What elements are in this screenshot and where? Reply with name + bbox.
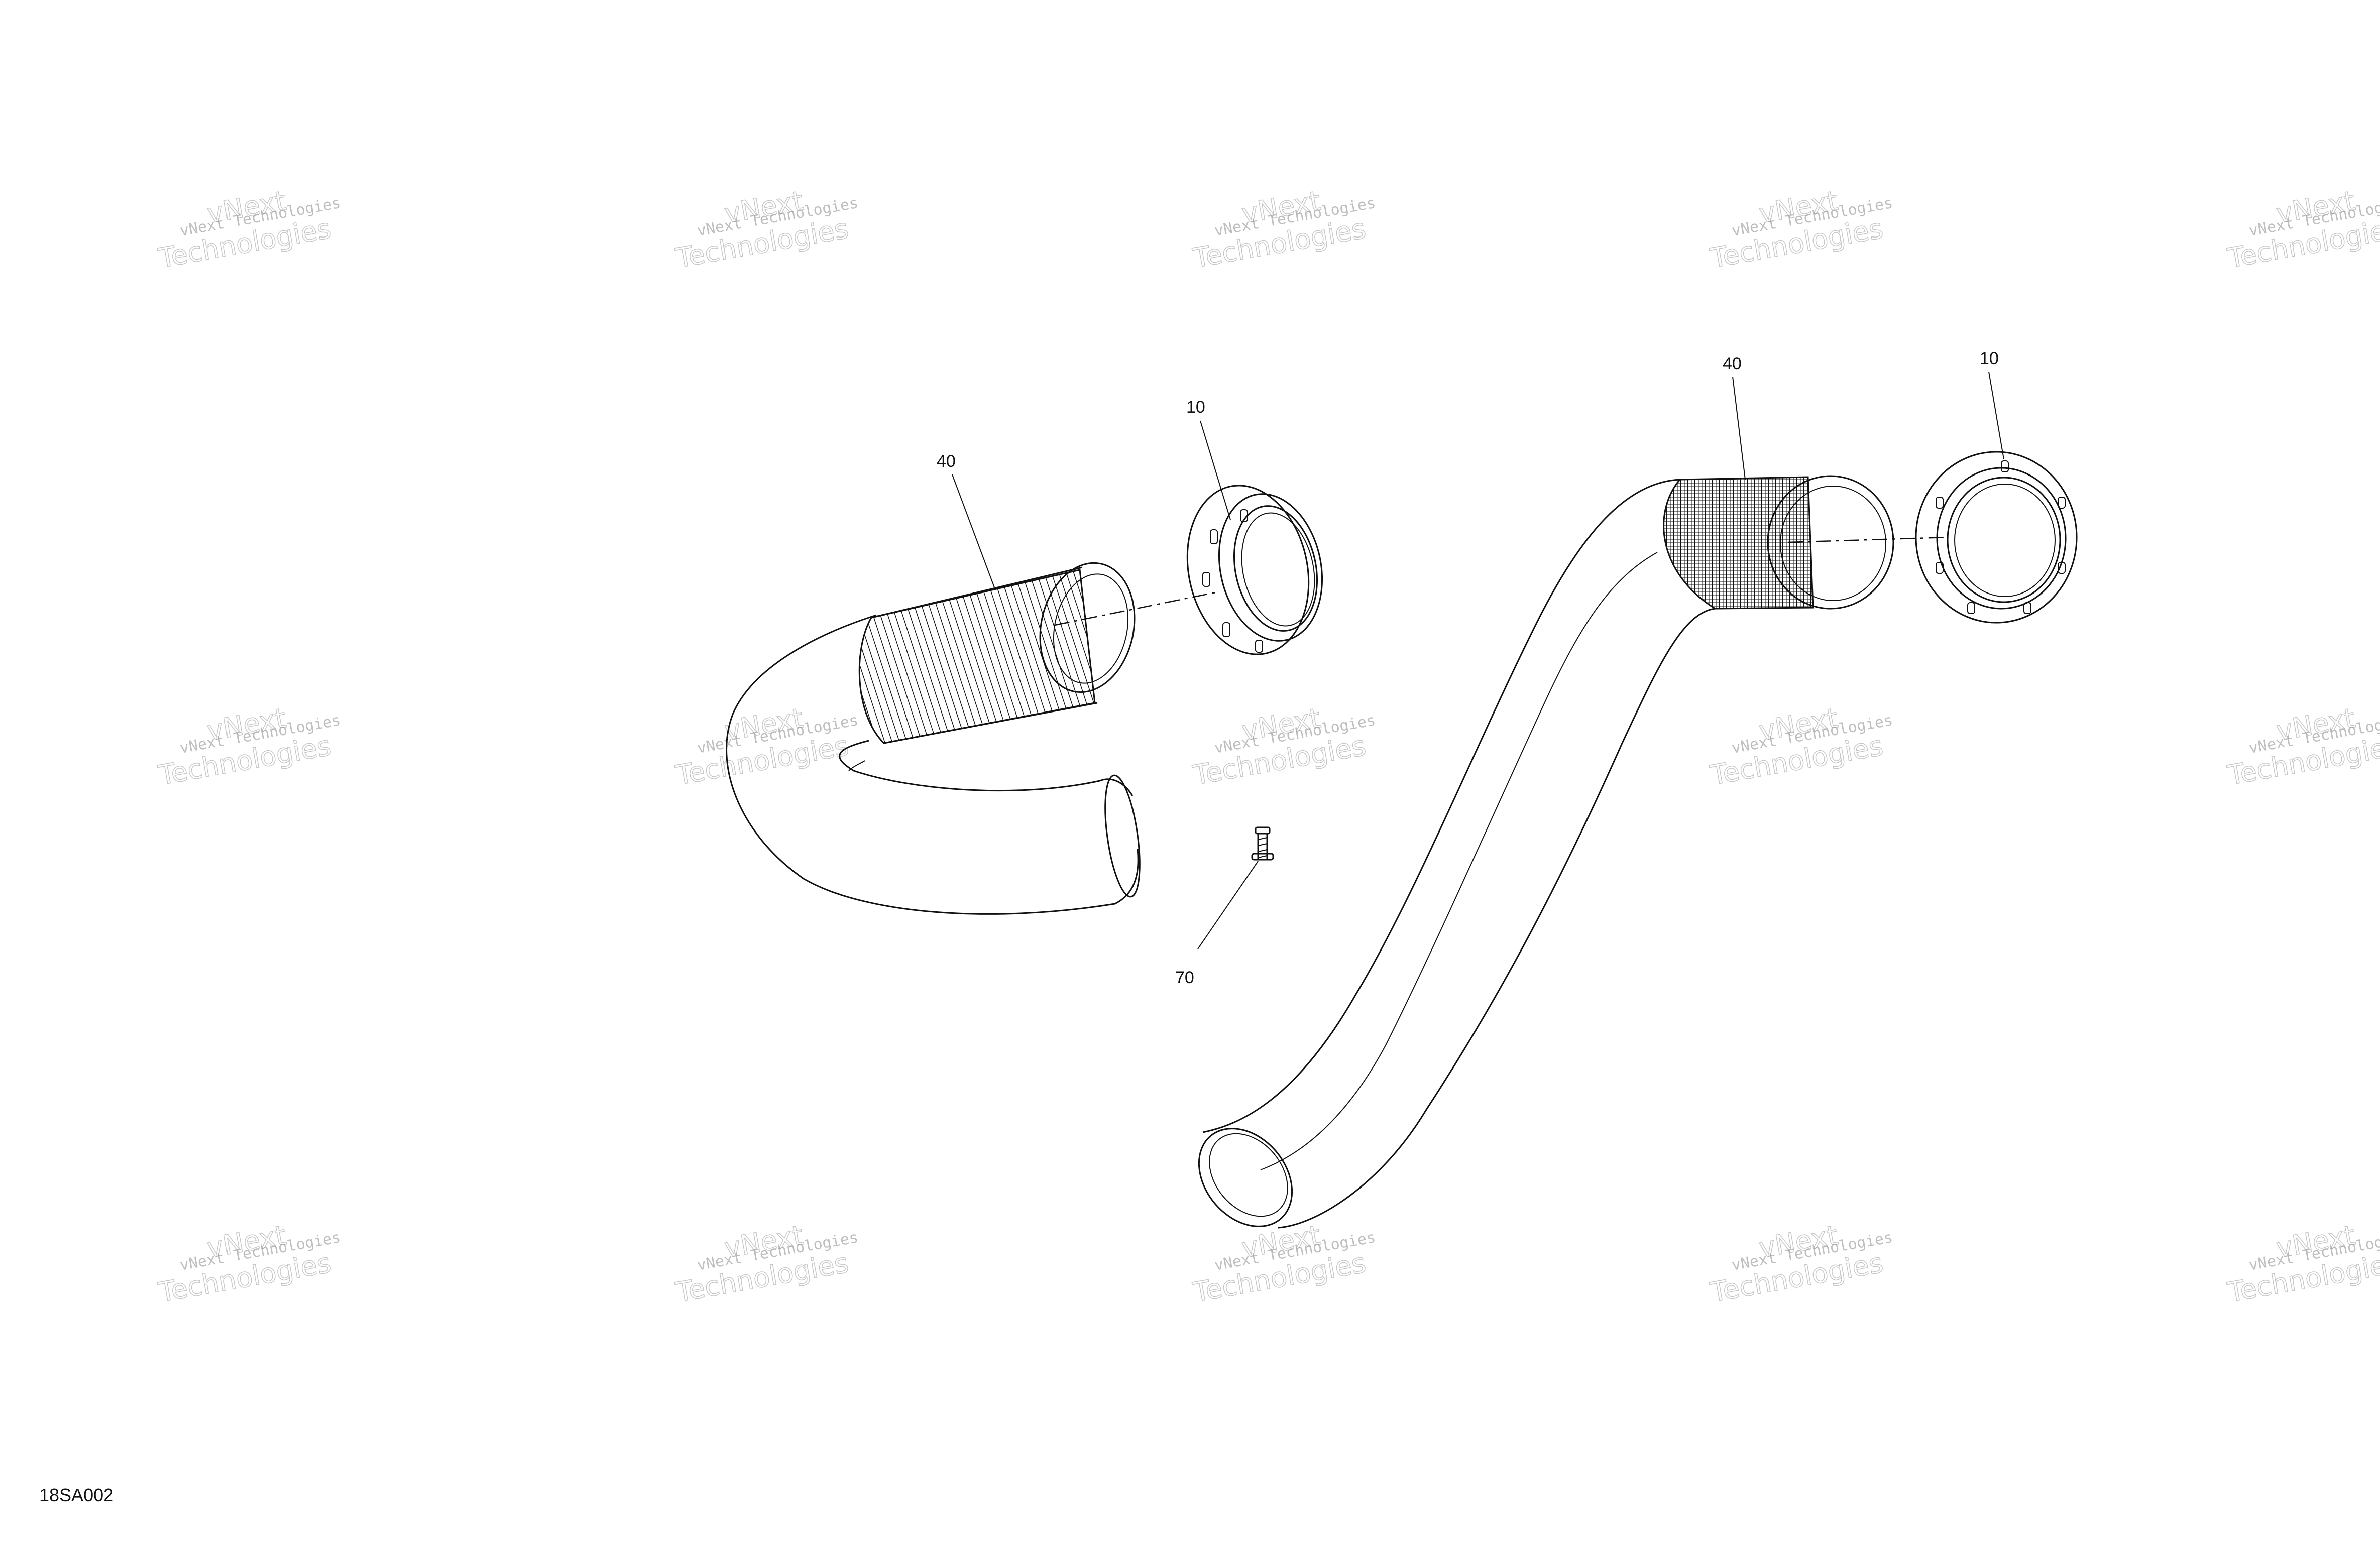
clamp-left-tab <box>1240 509 1248 522</box>
callout-clamp-right: 10 <box>1980 349 1999 368</box>
watermark: vNext Technologies vNext Technologies <box>673 1219 860 1309</box>
clamp-left-tab <box>1255 640 1263 653</box>
screw <box>1251 826 1274 861</box>
leader-lines <box>952 371 2004 949</box>
watermark: vNext Technologies vNext Technologies <box>1708 701 1894 791</box>
clamp-left-flange <box>1186 485 1310 655</box>
watermark: vNext Technologies vNext Technologies <box>1708 184 1894 274</box>
watermark-grid: vNext Technologies vNext Technologies vN… <box>156 184 2380 1309</box>
clamp-right-tab <box>1967 602 1975 614</box>
leader-clamp-right <box>1988 371 2004 460</box>
hose-right-bottom-end-inner <box>1209 1133 1288 1217</box>
clamp-left-tab <box>1202 572 1210 587</box>
clamp-right-tab <box>1936 562 1944 574</box>
clamp-right-tab <box>1936 497 1944 509</box>
watermark: vNext Technologies vNext Technologies <box>673 184 860 274</box>
screw-head <box>1255 826 1271 835</box>
hose-left-bottom-line <box>883 702 1098 744</box>
hose-left-front-end-inner <box>1053 573 1129 684</box>
hose-left-front-end <box>1039 562 1136 693</box>
watermark: vNext Technologies vNext Technologies <box>2225 1219 2380 1309</box>
callout-clamp-left: 10 <box>1186 398 1205 417</box>
clamp-right-inner-lip <box>1954 484 2056 597</box>
hose-left-inner-bend <box>839 740 1134 796</box>
hose-right-lower-edge <box>1278 608 1716 1229</box>
leader-screw <box>1197 861 1259 949</box>
clamp-ring-right <box>1915 451 2078 624</box>
hose-left-clip <box>848 760 865 771</box>
clamp-right-tab <box>2023 602 2031 614</box>
hose-left-top-line <box>871 566 1083 619</box>
drawing-code: 18SA002 <box>39 1485 114 1505</box>
hose-right <box>1198 475 1894 1229</box>
watermark: vNext Technologies vNext Technologies <box>2225 701 2380 791</box>
hose-right-upper-edge <box>1202 479 1680 1133</box>
watermark: vNext Technologies vNext Technologies <box>2225 184 2380 274</box>
clamp-right-tab <box>2058 562 2066 574</box>
watermark: vNext Technologies vNext Technologies <box>1190 1219 1377 1309</box>
watermark: vNext Technologies vNext Technologies <box>673 701 860 791</box>
clamp-right-inner <box>1947 477 2061 603</box>
leader-hose-right <box>1732 376 1746 480</box>
watermark: vNext Technologies vNext Technologies <box>156 1219 343 1309</box>
watermark: vNext Technologies vNext Technologies <box>1190 184 1377 274</box>
screw-washer <box>1251 853 1274 861</box>
clamp-right-collar <box>1936 467 2067 610</box>
hose-left <box>726 562 1141 915</box>
callout-screw: 70 <box>1175 968 1194 987</box>
clamp-left-inner <box>1233 505 1318 632</box>
clamp-ring-left <box>1186 485 1323 655</box>
hose-right-front-end <box>1767 475 1894 610</box>
hose-right-bottom-end <box>1198 1128 1293 1227</box>
screw-thread <box>1258 837 1268 858</box>
callout-hose-left: 40 <box>937 452 956 471</box>
clamp-left-tab <box>1210 529 1218 544</box>
leader-hose-left <box>952 474 995 588</box>
hose-left-bottom-end <box>1104 774 1141 898</box>
watermark: vNext Technologies vNext Technologies <box>1190 701 1377 791</box>
clamp-right-flange <box>1915 451 2078 624</box>
clamp-right-tab <box>2001 460 2009 472</box>
watermark: vNext Technologies vNext Technologies <box>156 701 343 791</box>
clamp-right-tab <box>2058 497 2066 509</box>
watermark: vNext Technologies vNext Technologies <box>156 184 343 274</box>
clamp-left-inner-lip <box>1241 512 1315 627</box>
watermark: vNext Technologies vNext Technologies <box>1708 1219 1894 1309</box>
clamp-left-collar <box>1218 493 1323 642</box>
callout-hose-right: 40 <box>1723 354 1742 373</box>
hose-left-ribbed-section <box>858 569 1096 744</box>
hose-left-outer-bend <box>726 614 1139 915</box>
clamp-left-tab <box>1222 622 1230 637</box>
leader-clamp-left <box>1200 420 1231 520</box>
hose-right-front-end-inner <box>1780 486 1886 601</box>
hose-right-mid-line <box>1260 552 1658 1170</box>
center-line-right <box>1787 536 1949 543</box>
